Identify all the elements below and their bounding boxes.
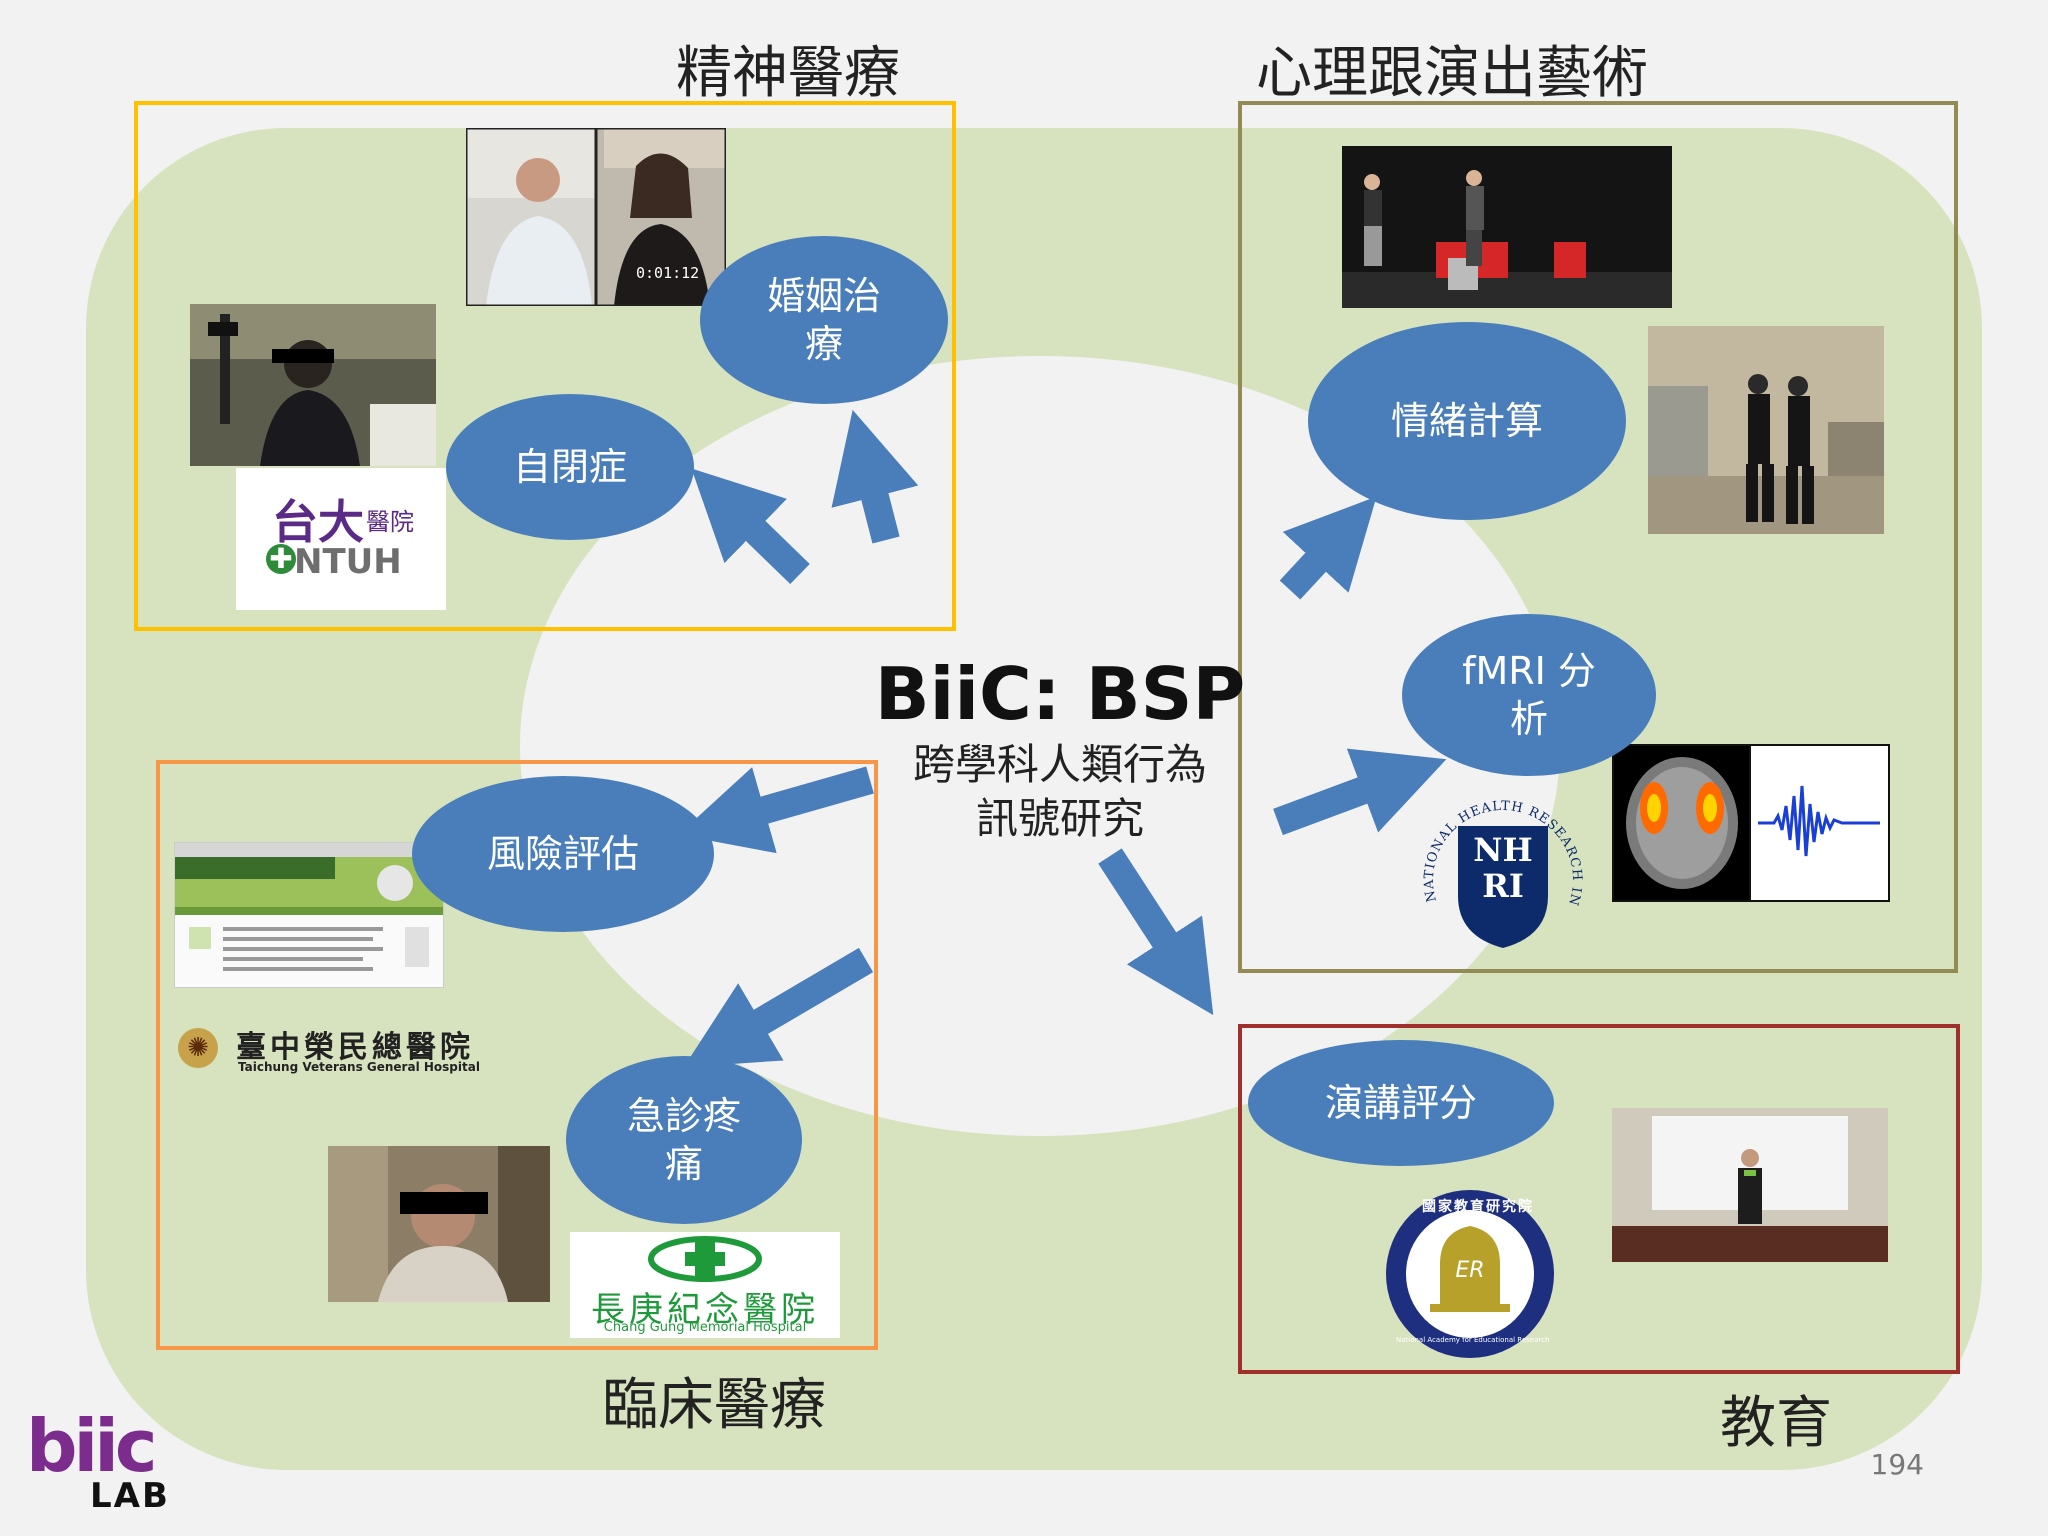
node-marriage-therapy: 婚姻治 療 xyxy=(700,236,948,404)
biic-lab-logo: biic LAB xyxy=(26,1404,170,1516)
node-emergency-pain: 急診疼 痛 xyxy=(566,1056,802,1224)
clinical-frame xyxy=(156,760,878,1350)
category-psychiatry: 精神醫療 xyxy=(676,41,900,106)
arrow-to-fmri xyxy=(1273,748,1447,836)
naer-cn-text: 國家教育研究院 xyxy=(1422,1199,1534,1215)
video-timestamp: 0:01:12 xyxy=(636,264,700,282)
naer-en-text: National Academy for Educational Researc… xyxy=(1396,1336,1550,1344)
performance-stage-photo xyxy=(1342,146,1672,308)
emergency-patient-photo xyxy=(328,1146,550,1302)
node-fmri-analysis: fMRI 分 析 xyxy=(1402,614,1656,776)
ntuh-logo: 台大 醫院 NTUH ✚ xyxy=(236,468,446,610)
autism-session-photo xyxy=(190,304,436,466)
motion-capture-photo xyxy=(1648,326,1884,534)
speech-lecture-photo xyxy=(1612,1108,1888,1262)
nhri-initials: NH RI xyxy=(1473,831,1533,905)
risk-website-screenshot xyxy=(174,842,444,988)
psychiatry-frame xyxy=(134,101,956,631)
category-psychology-arts: 心理跟演出藝術 xyxy=(1256,41,1648,106)
cgmh-logo: 長庚紀念醫院 Chang Gung Memorial Hospital xyxy=(570,1232,840,1338)
naer-logo: 國家教育研究院 ER National Academy for Educatio… xyxy=(1382,1186,1558,1362)
category-clinical: 臨床醫療 xyxy=(602,1373,826,1438)
arrow-to-emotion xyxy=(1279,496,1377,600)
marriage-therapy-video: 0:01:12 xyxy=(466,128,726,306)
arrow-to-emergency xyxy=(683,947,874,1068)
node-risk-assessment: 風險評估 xyxy=(412,776,714,932)
tcvgh-emblem-icon: ✺ xyxy=(178,1028,218,1068)
psychology-arts-frame xyxy=(1238,101,1958,973)
page-number: 194 xyxy=(1870,1448,1924,1481)
node-speech-scoring: 演講評分 xyxy=(1248,1040,1554,1166)
education-frame xyxy=(1238,1024,1960,1374)
arrow-to-risk xyxy=(678,766,874,854)
category-education: 教育 xyxy=(1720,1391,1832,1456)
node-emotion-computing: 情緒計算 xyxy=(1308,322,1626,520)
center-title: BiiC: BSP xyxy=(874,652,1246,736)
node-autism: 自閉症 xyxy=(446,394,694,540)
cross-icon: ✚ xyxy=(266,544,296,574)
arrow-to-autism xyxy=(691,468,810,585)
tcvgh-logo: ✺ 臺中榮民總醫院 Taichung Veterans General Hosp… xyxy=(174,1022,504,1074)
fmri-brain-waveform xyxy=(1612,744,1890,902)
center-subtitle: 跨學科人類行為 訊號研究 xyxy=(912,740,1207,843)
arrow-to-marriage xyxy=(831,409,919,544)
arrow-to-education xyxy=(1098,848,1214,1016)
naer-mark: ER xyxy=(1455,1258,1485,1283)
